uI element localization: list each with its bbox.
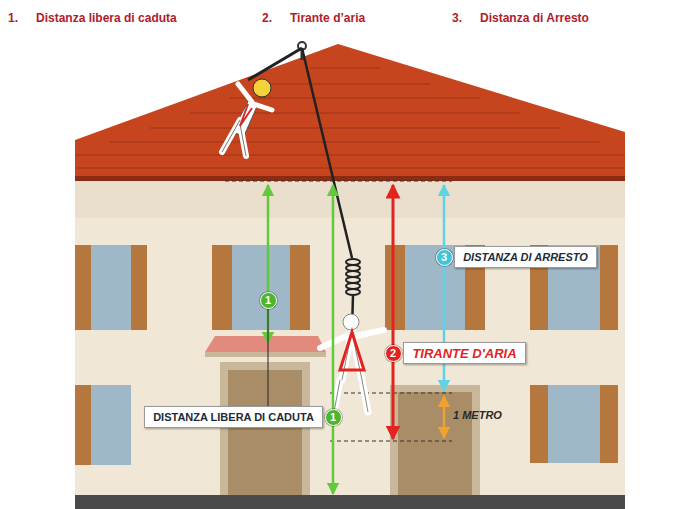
dimension-label-box: DISTANZA LIBERA DI CADUTA	[144, 406, 323, 428]
callout-number: 1	[260, 292, 277, 309]
wall-shadow	[75, 178, 625, 218]
leader-line	[268, 309, 269, 407]
roof-tiles	[75, 68, 625, 168]
header-term: Tirante d’aria	[290, 12, 365, 24]
callout-number: 1	[325, 409, 342, 426]
callout-number: 2	[385, 345, 402, 362]
list-number: 1.	[8, 12, 18, 24]
hanging-worker	[320, 314, 384, 412]
list-number: 3.	[452, 12, 462, 24]
clearance-arrow	[332, 185, 335, 494]
anchor-and-rope	[248, 42, 360, 330]
canopy	[205, 336, 326, 352]
dimension-value: 1 METRO	[453, 410, 502, 421]
wall	[75, 178, 625, 496]
windows	[75, 245, 618, 496]
callout-digit: 1	[330, 412, 336, 423]
dimension-name: DISTANZA LIBERA DI CADUTA	[153, 412, 314, 423]
dimension-name: TIRANTE D'ARIA	[412, 347, 516, 360]
roof	[75, 44, 625, 180]
header-term: Distanza di Arresto	[480, 12, 589, 24]
meter-arrow	[443, 396, 446, 438]
gutter	[75, 176, 625, 181]
dimension-label-box: DISTANZA DI ARRESTO	[454, 246, 597, 268]
callout-digit: 3	[441, 252, 447, 263]
callout-digit: 2	[390, 348, 396, 359]
roof-worker	[222, 79, 272, 156]
dimension-label-box: TIRANTE D'ARIA	[403, 342, 526, 364]
dimension-name: DISTANZA DI ARRESTO	[463, 252, 588, 263]
ground	[75, 495, 625, 509]
reference-lines	[225, 181, 452, 441]
list-number: 2.	[262, 12, 272, 24]
air-draft-arrow	[392, 185, 395, 439]
callout-digit: 1	[265, 295, 271, 306]
callout-number: 3	[436, 249, 453, 266]
header-term: Distanza libera di caduta	[36, 12, 177, 24]
canopy-edge	[205, 352, 326, 357]
